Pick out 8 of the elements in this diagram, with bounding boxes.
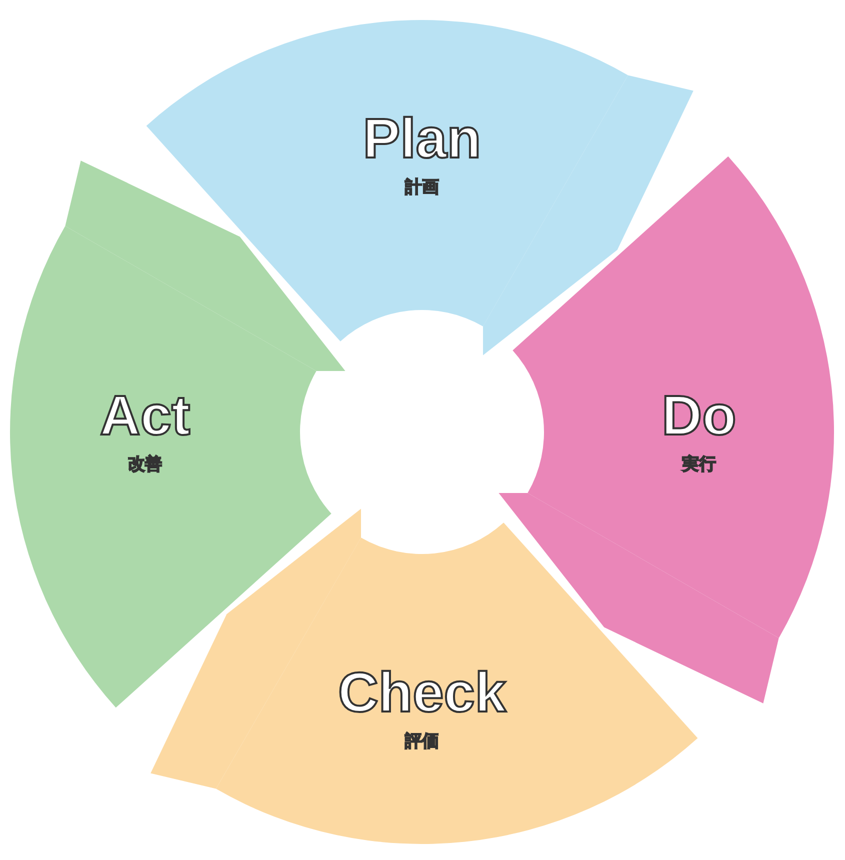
segment-title: Plan [362,110,482,166]
segment-title: Do [662,387,736,444]
segment-title: Act [100,387,190,444]
segment-subtitle: 実行 [682,453,716,476]
segment-subtitle: 評価 [405,730,439,752]
segment-subtitle: 改善 [128,453,162,476]
segment-title: Check [338,664,506,720]
segment-subtitle: 計画 [405,176,439,198]
